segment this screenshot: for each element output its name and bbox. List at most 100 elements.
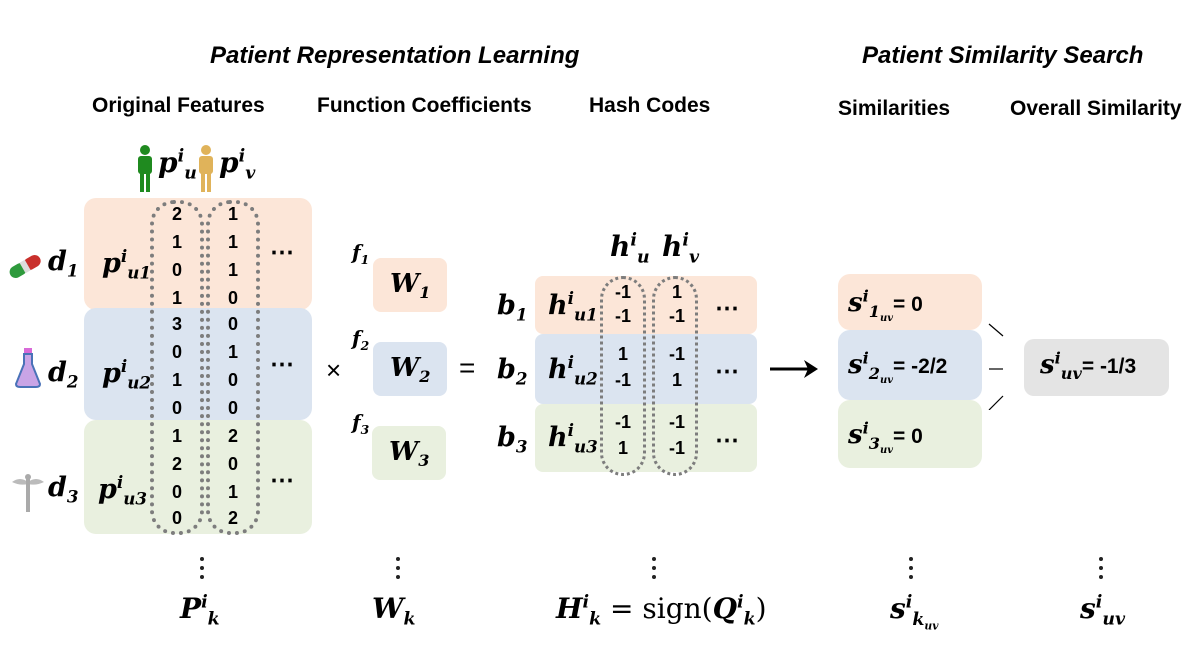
vertical-ellipsis-similarities xyxy=(909,557,915,584)
feature-value-v: 0 xyxy=(227,314,238,334)
vertical-ellipsis-weights xyxy=(396,557,402,584)
lab-flask-icon xyxy=(14,348,42,388)
hash-v-column-outline xyxy=(652,276,698,476)
hash-b3-label: b3 xyxy=(497,422,528,457)
feature-value-u: 0 xyxy=(171,482,182,502)
patient-u-label: piu xyxy=(158,146,197,184)
feature-value-u: 0 xyxy=(171,398,182,418)
similarity-box-3 xyxy=(838,400,982,468)
similarity-s3-value: si3uv= 0 xyxy=(848,418,923,457)
feature-value-v: 0 xyxy=(227,454,238,474)
feature-value-u: 0 xyxy=(171,508,182,528)
feature-value-v: 0 xyxy=(227,370,238,390)
overall-similarity-title: Overall Similarity xyxy=(1010,97,1182,120)
hash-v-header: hiv xyxy=(662,230,700,268)
feature-value-u: 1 xyxy=(171,370,182,390)
hash-value-v: -1 xyxy=(668,344,685,364)
hash-value-u: -1 xyxy=(614,370,631,390)
overall-similarity-box xyxy=(1024,339,1169,396)
hash-b2-label: b2 xyxy=(497,354,528,389)
times-operator: × xyxy=(326,355,342,385)
equals-operator: = xyxy=(459,352,476,383)
domain-d1-label: d1 xyxy=(48,246,79,281)
feature-value-v: 1 xyxy=(227,342,238,362)
patient-v-feature-column-outline xyxy=(206,200,260,535)
feature-box-d2 xyxy=(84,308,312,420)
patient-u-person-icon xyxy=(138,145,152,192)
hash-b1-label: b1 xyxy=(497,290,528,325)
patient-v-person-icon xyxy=(199,145,213,192)
vertical-ellipsis-overall xyxy=(1099,557,1105,584)
feature-value-v: 2 xyxy=(227,508,238,528)
feature-value-u: 0 xyxy=(171,260,182,280)
hash-value-u: -1 xyxy=(614,412,631,432)
feature-value-u: 2 xyxy=(171,204,182,224)
learning-section-title: Patient Representation Learning xyxy=(210,42,580,69)
aggregation-connector xyxy=(988,323,1004,410)
hash-u-header: hiu xyxy=(610,230,650,268)
hash-feature-hu3: hiu3 xyxy=(548,420,598,457)
feature-value-u: 2 xyxy=(171,454,182,474)
feature-value-v: 1 xyxy=(227,204,238,224)
function-f1-label: f1 xyxy=(352,240,370,267)
hash-value-u: 1 xyxy=(617,438,628,458)
feature-value-u: 1 xyxy=(171,288,182,308)
similarity-s1-value: si1uv= 0 xyxy=(848,286,923,325)
feature-value-v: 2 xyxy=(227,426,238,446)
hash-value-u: -1 xyxy=(614,306,631,326)
feature-label-pu2: piu2 xyxy=(102,356,152,393)
hash-feature-hu2: hiu2 xyxy=(548,352,598,389)
hash-more-b3: ⋯ xyxy=(715,427,740,454)
feature-value-v: 1 xyxy=(227,260,238,280)
hash-value-v: -1 xyxy=(668,412,685,432)
similarities-title: Similarities xyxy=(838,97,951,120)
pill-capsule-icon xyxy=(9,255,41,278)
hash-value-v: -1 xyxy=(668,306,685,326)
function-f3-label: f3 xyxy=(352,410,370,437)
weight-box-w3 xyxy=(372,426,446,480)
patient-u-feature-column-outline xyxy=(150,200,204,535)
hash-box-b2 xyxy=(535,334,757,404)
feature-more-d2: ⋯ xyxy=(270,351,295,378)
feature-value-v: 1 xyxy=(227,232,238,252)
similarity-box-1 xyxy=(838,274,982,330)
hash-box-b1 xyxy=(535,276,757,334)
hash-feature-hu1: hiu1 xyxy=(548,288,598,325)
function-f2-label: f2 xyxy=(352,326,370,353)
hash-more-b2: ⋯ xyxy=(715,358,740,385)
overall-similarity-value: siuv= -1/3 xyxy=(1040,348,1137,384)
weight-matrix-formula: Wk xyxy=(372,592,416,630)
hash-codes-title: Hash Codes xyxy=(589,94,711,117)
caduceus-icon xyxy=(12,474,44,512)
domain-d3-label: d3 xyxy=(48,472,79,507)
overall-similarity-formula: siuv xyxy=(1080,592,1126,630)
hash-box-b3 xyxy=(535,404,757,472)
feature-value-u: 3 xyxy=(171,314,182,334)
feature-matrix-formula: Pik xyxy=(180,592,220,630)
similarity-s2-value: si2uv= -2/2 xyxy=(848,348,948,387)
function-coefficients-title: Function Coefficients xyxy=(317,94,532,117)
feature-more-d3: ⋯ xyxy=(270,467,295,494)
hash-value-v: 1 xyxy=(671,370,682,390)
right-arrow-icon xyxy=(770,360,818,378)
feature-label-pu1: piu1 xyxy=(102,246,152,283)
search-section-title: Patient Similarity Search xyxy=(862,42,1144,69)
feature-value-v: 1 xyxy=(227,482,238,502)
similarity-box-2 xyxy=(838,330,982,400)
domain-similarity-formula: sikuv xyxy=(890,592,939,633)
domain-d2-label: d2 xyxy=(48,357,79,392)
vertical-ellipsis-features xyxy=(200,557,206,584)
feature-value-v: 0 xyxy=(227,288,238,308)
vertical-ellipsis-hash xyxy=(652,557,658,584)
weight-box-w2 xyxy=(373,342,447,396)
feature-value-u: 1 xyxy=(171,426,182,446)
feature-value-u: 1 xyxy=(171,232,182,252)
feature-value-v: 0 xyxy=(227,398,238,418)
patient-v-label: piv xyxy=(219,146,256,184)
hash-u-column-outline xyxy=(600,276,646,476)
weight-w3-label: W3 xyxy=(389,437,430,471)
hash-value-u: 1 xyxy=(617,344,628,364)
weight-w2-label: W2 xyxy=(390,353,431,387)
feature-label-pu3: piu3 xyxy=(98,472,148,509)
hash-more-b1: ⋯ xyxy=(715,295,740,322)
